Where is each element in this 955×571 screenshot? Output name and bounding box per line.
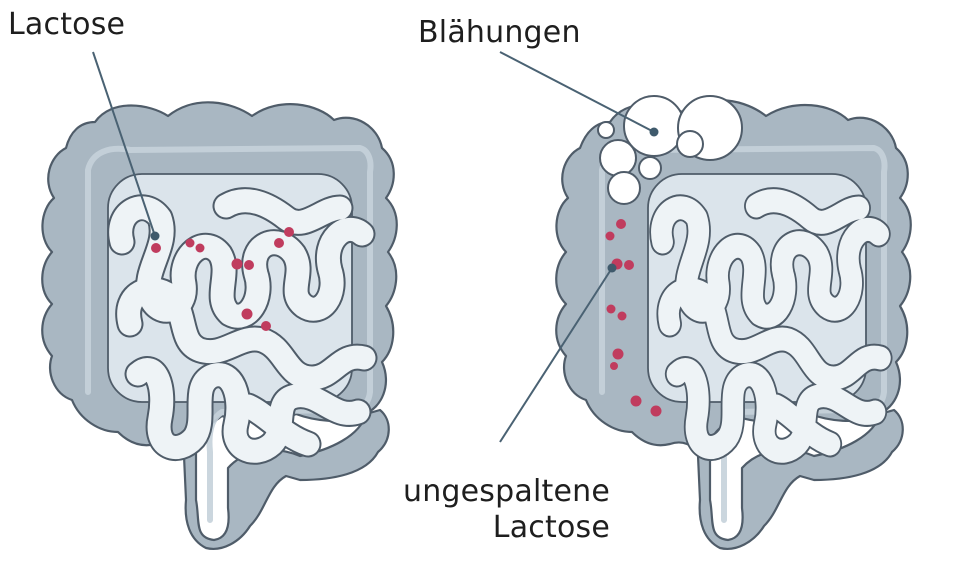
gas-bubble bbox=[597, 121, 615, 139]
undigested-lactose-dot bbox=[624, 260, 634, 270]
undigested-lactose-dot bbox=[605, 231, 615, 241]
undigested-lactose-dot bbox=[612, 348, 624, 360]
gas-bubble bbox=[638, 156, 662, 180]
gas-bubbles bbox=[597, 95, 743, 205]
undigested-lactose-dot bbox=[610, 362, 618, 370]
undigested-lactose-dot bbox=[616, 219, 626, 229]
lactose-dot bbox=[274, 238, 284, 248]
right-lactose-dots bbox=[605, 219, 662, 417]
gas-bubble bbox=[599, 139, 637, 177]
gas-bubble bbox=[676, 130, 704, 158]
lactose-dot bbox=[241, 308, 253, 320]
undigested-lactose-dot bbox=[650, 405, 662, 417]
gas-bubble bbox=[607, 171, 641, 205]
lactose-dot bbox=[185, 238, 195, 248]
lactose-dot bbox=[261, 321, 271, 331]
lactose-dot bbox=[231, 258, 243, 270]
undigested-lactose-leader-anchor bbox=[607, 263, 617, 273]
lactose-leader-line bbox=[92, 51, 156, 237]
left-colon-band bbox=[85, 145, 374, 523]
right-intestine bbox=[499, 51, 912, 550]
undigested-lactose-dot bbox=[606, 304, 616, 314]
flatulence-leader-line bbox=[499, 51, 655, 133]
lactose-leader-anchor bbox=[150, 231, 160, 241]
lactose-dot bbox=[151, 243, 161, 253]
undigested-lactose-leader-line bbox=[499, 267, 613, 443]
left-lactose-dots bbox=[151, 227, 294, 331]
left-intestine bbox=[41, 51, 398, 550]
lactose-label: Lactose bbox=[8, 7, 125, 42]
undigested-lactose-label-line1: ungespaltene bbox=[403, 474, 610, 509]
flatulence-leader-anchor bbox=[649, 127, 659, 137]
undigested-lactose-label-line2: Lactose bbox=[493, 510, 610, 545]
lactose-dot bbox=[195, 243, 205, 253]
lactose-dot bbox=[244, 260, 254, 270]
undigested-lactose-dot bbox=[617, 311, 627, 321]
lactose-dot bbox=[284, 227, 294, 237]
flatulence-label: Blähungen bbox=[418, 15, 581, 50]
undigested-lactose-dot bbox=[630, 395, 642, 407]
